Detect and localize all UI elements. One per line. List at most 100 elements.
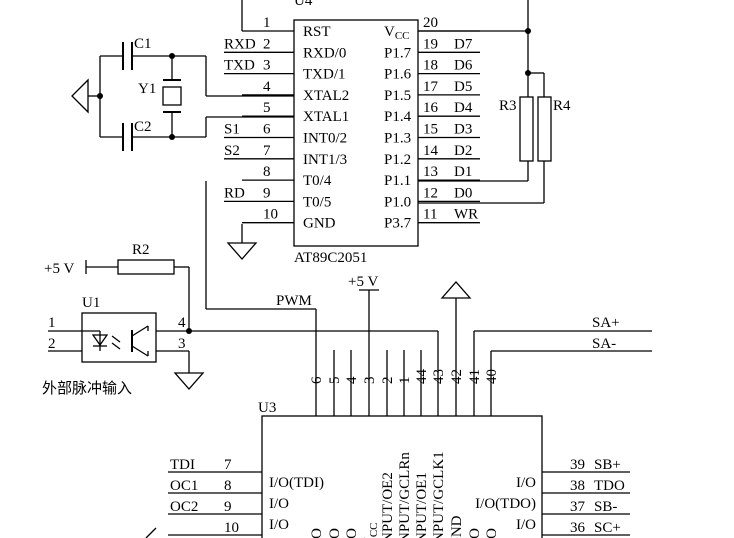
- r3-body: [519, 96, 534, 162]
- u3-pin-name: I/O(TDI): [269, 475, 324, 491]
- u3-pin-number: 2: [380, 377, 396, 385]
- u4-pin-name: P1.4: [384, 109, 412, 125]
- u1-optocoupler: U1 1 2 4 3 外部脉冲输入: [42, 295, 438, 397]
- u4-pin-number: 12: [423, 185, 438, 201]
- u3-pin-number: 10: [224, 520, 239, 536]
- u4-pin-number: 17: [423, 79, 439, 95]
- u4-net-label: WR: [454, 207, 478, 223]
- u3-pin-name: I/O: [269, 496, 289, 512]
- u4-pin-name: GND: [303, 216, 336, 232]
- u3-pin-number: 37: [570, 499, 586, 515]
- u3-pin-name: I/O: [484, 528, 500, 538]
- u3-pin-name: INPUT/GCLK1: [431, 451, 447, 538]
- u4-pin-number: 5: [263, 100, 271, 116]
- u3-net-label: SC+: [594, 520, 621, 536]
- u3-pin-name: INPUT/OE2: [380, 472, 396, 538]
- external-pulse-caption: 外部脉冲输入: [42, 379, 132, 397]
- u4-pin-name: XTAL2: [303, 88, 349, 104]
- r2-label: R2: [132, 242, 150, 258]
- u4-net-label: D0: [454, 185, 472, 201]
- u4-pin-name: P1.2: [384, 152, 411, 168]
- plus5v-mid-label: +5 V: [348, 274, 378, 290]
- u3-pin-number: 40: [484, 369, 500, 384]
- c1-label: C1: [134, 36, 152, 52]
- u3-pin-number: 5: [327, 377, 343, 385]
- r3-label: R3: [499, 98, 517, 114]
- u3-net-label: TDO: [594, 478, 625, 494]
- r2-body: [117, 259, 175, 275]
- u4-pin-number: 10: [263, 207, 278, 223]
- u4-pin-number: 11: [423, 207, 437, 223]
- u4-net-label: D5: [454, 79, 472, 95]
- u4-pin-number: 15: [423, 122, 438, 138]
- u3-pin-name: I/O: [309, 528, 325, 538]
- u3-net-label: OC1: [170, 478, 198, 494]
- u3-net-label: OC2: [170, 499, 198, 515]
- y1-label: Y1: [138, 81, 156, 97]
- r4-label: R4: [553, 98, 571, 114]
- u4-part-label: AT89C2051: [294, 250, 367, 266]
- sa-minus-label: SA-: [592, 336, 616, 352]
- u3-pin-number: 3: [362, 377, 378, 385]
- u4-net-label: D1: [454, 164, 472, 180]
- u4-pin-number: 2: [263, 36, 271, 52]
- u4-pin-number: 9: [263, 185, 271, 201]
- u3-pin-name: I/O: [344, 528, 360, 538]
- u4-pin-name: RXD/0: [303, 45, 346, 61]
- u3-pin-number: 38: [570, 478, 585, 494]
- u4-pin-name: XTAL1: [303, 109, 349, 125]
- pwm-net-label: PWM: [276, 293, 312, 309]
- crystal-circuit: C1 C2 Y1: [71, 36, 294, 151]
- u3-pin-name: I/O(TDO): [475, 496, 536, 512]
- u4-net-label: D7: [454, 36, 473, 52]
- ground-icon: [440, 281, 472, 299]
- u4-pin-name: T0/4: [303, 173, 332, 189]
- u4-pin-number: 1: [263, 15, 271, 31]
- u1-pin4-num: 4: [178, 315, 186, 331]
- u4-chip: U4 AT89C2051 1RST2RXD/0RXD3TXD/1TXD4XTAL…: [224, 0, 480, 266]
- u4-net-label: S1: [224, 122, 240, 138]
- ground-icon: [145, 527, 157, 538]
- led-icon: [91, 334, 109, 347]
- u3-pin-number: 7: [224, 457, 232, 473]
- u3-pin-number: 44: [414, 369, 430, 385]
- u4-pin-number: 13: [423, 164, 438, 180]
- u4-pin-name: RST: [303, 24, 331, 40]
- u3-ref: U3: [258, 400, 276, 416]
- u3-pin-number: 42: [449, 369, 465, 384]
- u3-pin-number: 36: [570, 520, 586, 536]
- light-arrow-icon: [111, 335, 121, 343]
- u4-pin-name: P1.0: [384, 194, 411, 210]
- u4-net-label: TXD: [224, 58, 255, 74]
- u3-chip: U3 6I/O5I/O4I/O3VCC2INPUT/OE21INPUT/GCLR…: [168, 369, 630, 538]
- u4-pin-number: 8: [263, 164, 271, 180]
- u3-net-label: TDI: [170, 457, 195, 473]
- u4-pin-name: P1.1: [384, 173, 411, 189]
- u4-pin-number: 14: [423, 143, 439, 159]
- u4-pin-name: P1.3: [384, 131, 411, 147]
- u3-pin-name: VCC: [362, 522, 380, 538]
- u3-pin-number: 4: [344, 376, 360, 384]
- u3-pin-number: 6: [309, 376, 325, 384]
- u3-pin-name: I/O: [516, 517, 536, 533]
- u4-pin-name: TXD/1: [303, 67, 346, 83]
- u4-net-label: S2: [224, 143, 240, 159]
- r4-body: [537, 96, 552, 162]
- u3-pin-name: I/O: [327, 528, 343, 538]
- u3-pin-name: I/O: [516, 475, 536, 491]
- y1-body: [162, 86, 182, 106]
- u4-pin-number: 6: [263, 122, 271, 138]
- u3-pin-number: 1: [397, 377, 413, 385]
- u3-pin-name: I/O: [467, 528, 483, 538]
- u4-pin-number: 4: [263, 79, 271, 95]
- u4-pin-name: VCC: [384, 24, 410, 42]
- u4-right-pins: 20VCC19P1.7D718P1.6D617P1.5D516P1.4D415P…: [384, 15, 480, 232]
- u3-pin-number: 8: [224, 478, 232, 494]
- ground-icon: [226, 242, 258, 260]
- u4-net-label: D3: [454, 122, 472, 138]
- u4-net-label: D6: [454, 58, 473, 74]
- u4-pin-number: 18: [423, 58, 438, 74]
